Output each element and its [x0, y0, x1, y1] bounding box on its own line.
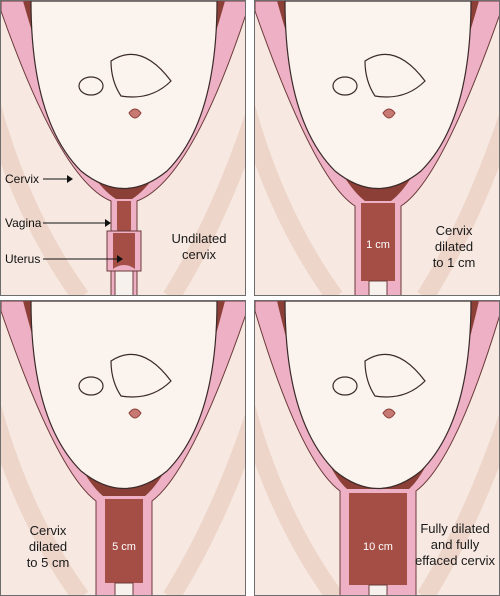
uterus-illustration	[1, 1, 245, 295]
panel-caption: Fully dilated and fully effaced cervix	[415, 521, 495, 568]
panel-caption: Cervix dilated to 1 cm	[432, 223, 476, 270]
panel-caption: Cervix dilated to 5 cm	[26, 523, 70, 570]
panel-caption: Undilated cervix	[171, 231, 227, 262]
vagina-label: Vagina	[5, 216, 42, 230]
uterus-illustration	[1, 301, 245, 595]
panel-dilated-5cm: 5 cm Cervix dilated to 5 cm	[0, 300, 246, 596]
dilation-label: 5 cm	[112, 541, 136, 553]
dilation-label: 10 cm	[363, 541, 393, 553]
cervix-label: Cervix	[5, 172, 40, 186]
uterus-label: Uterus	[5, 252, 41, 266]
panel-fully-dilated: 10 cm Fully dilated and fully effaced ce…	[254, 300, 500, 596]
uterus-illustration	[255, 301, 499, 595]
panel-dilated-1cm: 1 cm Cervix dilated to 1 cm	[254, 0, 500, 296]
dilation-label: 1 cm	[366, 239, 390, 251]
uterus-illustration	[255, 1, 499, 295]
panel-undilated: Cervix Vagina Uterus Undilated cervix	[0, 0, 246, 296]
